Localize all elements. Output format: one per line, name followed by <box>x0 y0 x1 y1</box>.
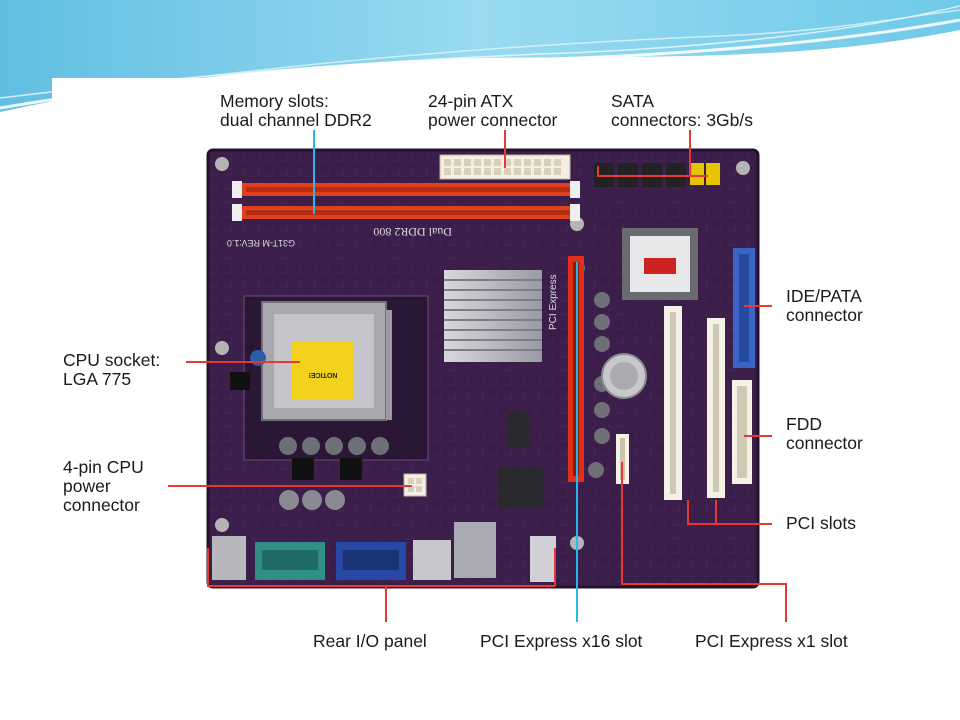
label-rear-io: Rear I/O panel <box>313 631 427 651</box>
label-pci-slots: PCI slots <box>786 513 857 533</box>
label-pcie-x16: PCI Express x16 slot <box>480 631 643 651</box>
pci-leader-line <box>687 500 772 525</box>
rear-io-ports <box>212 522 556 582</box>
sata-leader-line <box>597 130 691 177</box>
capacitors <box>250 261 610 510</box>
cpu-power-connector <box>403 473 427 497</box>
pci-express-silkscreen: PCI Express <box>548 274 559 330</box>
rear-io-bracket <box>207 548 555 587</box>
super-io-chip <box>498 412 544 508</box>
northbridge-heatsink <box>444 270 542 362</box>
mosfets <box>230 372 362 480</box>
cpu-socket: NOTICE! <box>243 295 429 461</box>
label-sata: SATA connectors: 3Gb/s <box>611 91 754 130</box>
label-pcie-x1: PCI Express x1 slot <box>695 631 848 651</box>
leader-lines <box>168 130 787 622</box>
southbridge-chip <box>622 228 698 300</box>
pcie1-leader-line <box>621 462 787 622</box>
notice-sticker-text: NOTICE! <box>309 371 338 378</box>
memory-slots <box>232 181 580 221</box>
label-memory-slots: Memory slots: dual channel DDR2 <box>220 91 372 130</box>
cmos-battery <box>601 353 647 399</box>
pcie-x1-slot <box>616 434 629 484</box>
label-fdd: FDD connector <box>786 414 863 453</box>
label-cpu-socket: CPU socket: LGA 775 <box>63 350 161 389</box>
label-ide: IDE/PATA connector <box>786 286 863 325</box>
ddr2-silkscreen: Dual DDR2 800 <box>373 225 452 239</box>
fdd-connector <box>732 380 752 484</box>
label-atx-power: 24-pin ATX power connector <box>428 91 558 130</box>
model-silkscreen: G31T-M REV:1.0 <box>227 238 295 248</box>
ide-connector <box>733 248 755 368</box>
label-cpu-power: 4-pin CPU power connector <box>63 457 144 515</box>
pci-slots <box>664 306 725 500</box>
